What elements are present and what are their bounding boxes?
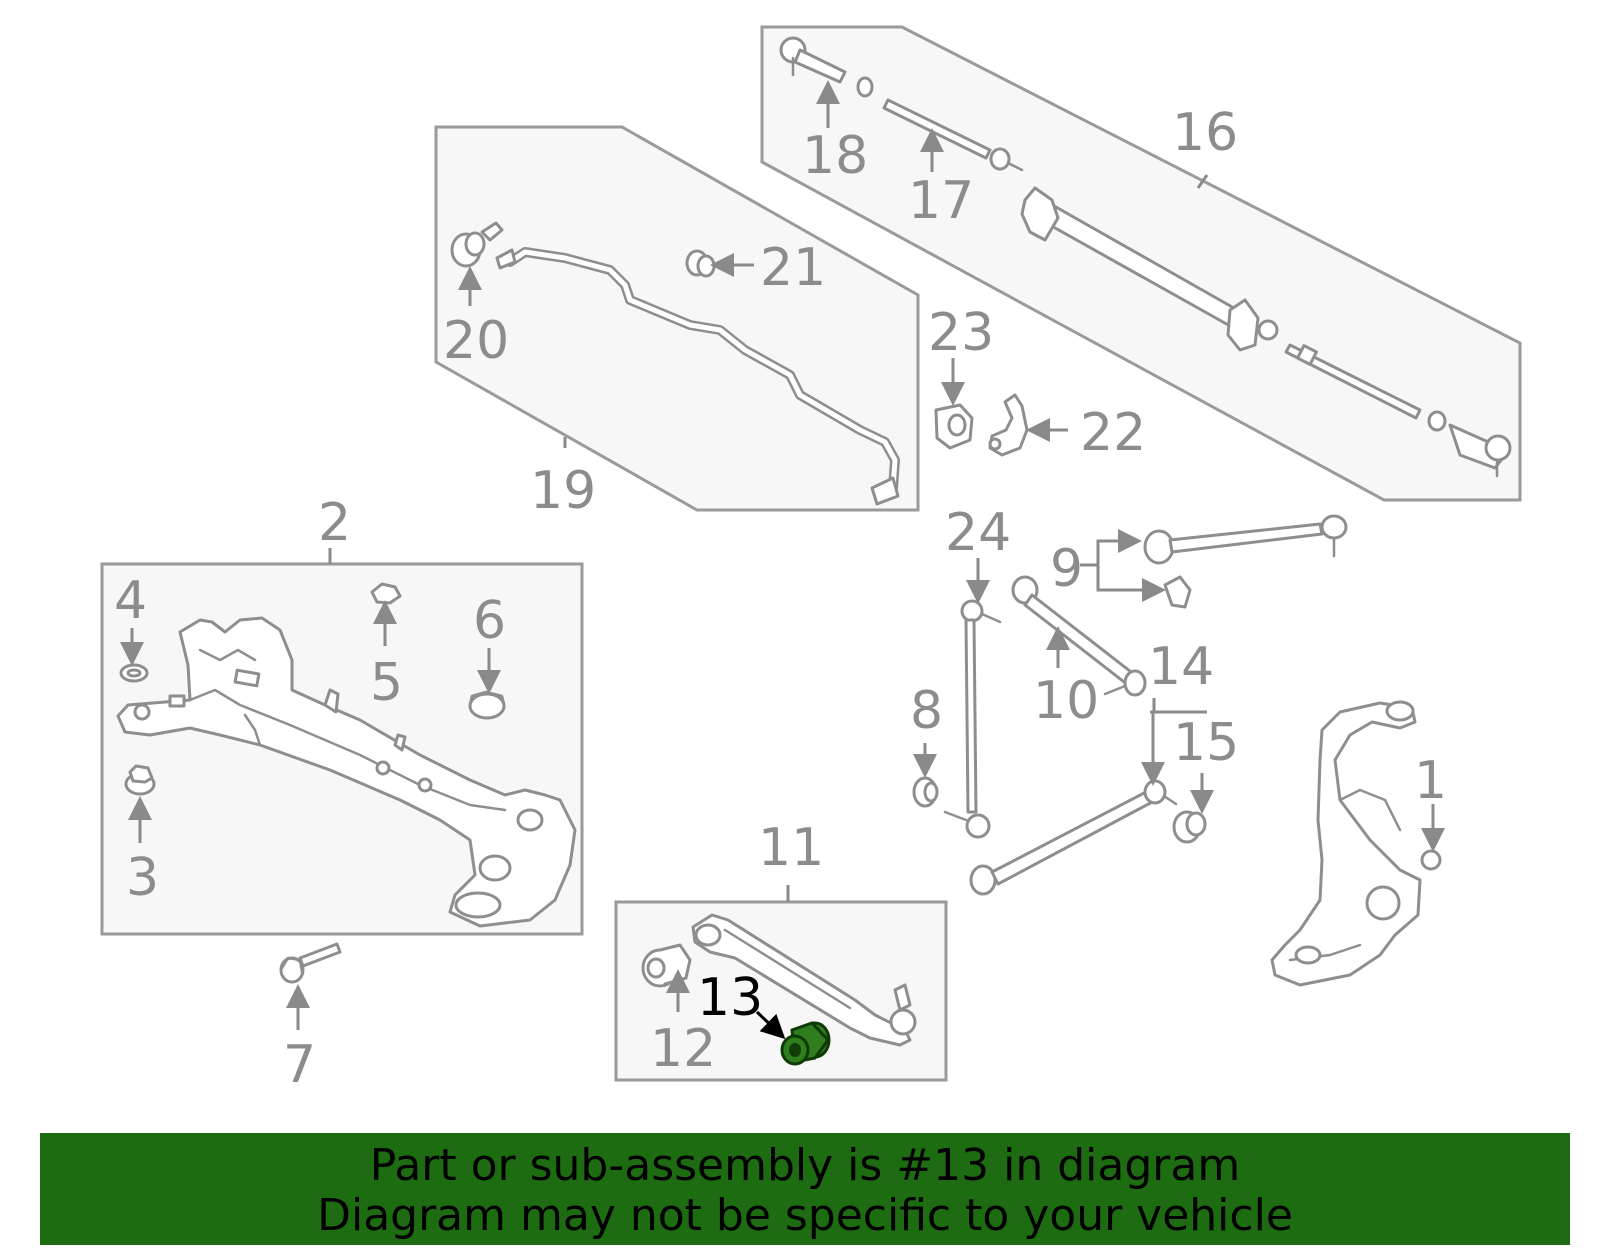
callout-4: 4: [114, 571, 147, 631]
callout-labels: 1 2 3 4 5 6 7 8 9 10 11 12 13 14 15 16 1…: [114, 103, 1447, 1095]
callout-1: 1: [1414, 751, 1447, 811]
callout-7: 7: [283, 1035, 316, 1095]
callout-24: 24: [945, 503, 1011, 563]
callout-14: 14: [1148, 637, 1214, 697]
callout-12: 12: [650, 1019, 716, 1079]
washer-4: [119, 663, 149, 683]
callout-8: 8: [910, 681, 943, 741]
banner-line-1: Part or sub-assembly is #13 in diagram: [369, 1140, 1241, 1191]
bushing-23: [934, 403, 974, 450]
nut-3: [124, 764, 156, 796]
stabilizer-link-24: [943, 599, 1002, 839]
callout-23: 23: [928, 303, 994, 363]
leader-lines: [120, 80, 1445, 1040]
callout-13: 13: [697, 968, 763, 1028]
panel-19: [434, 125, 920, 512]
callout-22: 22: [1080, 403, 1146, 463]
callout-15: 15: [1173, 713, 1239, 773]
knuckle-1: [1270, 700, 1442, 987]
grommet-5: [370, 582, 402, 605]
info-banner: Part or sub-assembly is #13 in diagram D…: [40, 1133, 1570, 1245]
trailing-link-14: [969, 779, 1178, 896]
lower-arm-11: [691, 913, 917, 1047]
callout-20: 20: [443, 311, 509, 371]
callout-18: 18: [802, 126, 868, 186]
bushing-21: [685, 249, 716, 278]
callout-10: 10: [1033, 671, 1099, 731]
lateral-link-10: [1011, 575, 1147, 697]
bracket-22: [988, 393, 1029, 457]
callout-21: 21: [760, 238, 826, 298]
callout-6: 6: [473, 591, 506, 651]
stabilizer-bar-19: [495, 247, 900, 506]
bolt-7: [279, 942, 342, 984]
cap-6: [468, 690, 506, 720]
callout-9: 9: [1050, 539, 1083, 599]
crossmember-2: [116, 616, 577, 928]
bushing-clamp-20: [450, 221, 504, 268]
tie-rod-end-18: [779, 36, 874, 98]
callout-5: 5: [370, 653, 403, 713]
bushing-15: [1172, 810, 1207, 844]
steering-rack-16: [1020, 186, 1512, 478]
panel-2: [100, 562, 584, 936]
callout-17: 17: [908, 171, 974, 231]
bushing-13-highlighted: [780, 1021, 831, 1066]
callout-3: 3: [126, 848, 159, 908]
banner-line-2: Diagram may not be specific to your vehi…: [317, 1190, 1293, 1241]
callout-11: 11: [758, 818, 824, 878]
callout-16: 16: [1172, 103, 1238, 163]
nut-8: [912, 776, 939, 808]
lateral-link-9: [1143, 514, 1348, 609]
callout-19: 19: [530, 461, 596, 521]
callout-2: 2: [318, 493, 351, 553]
